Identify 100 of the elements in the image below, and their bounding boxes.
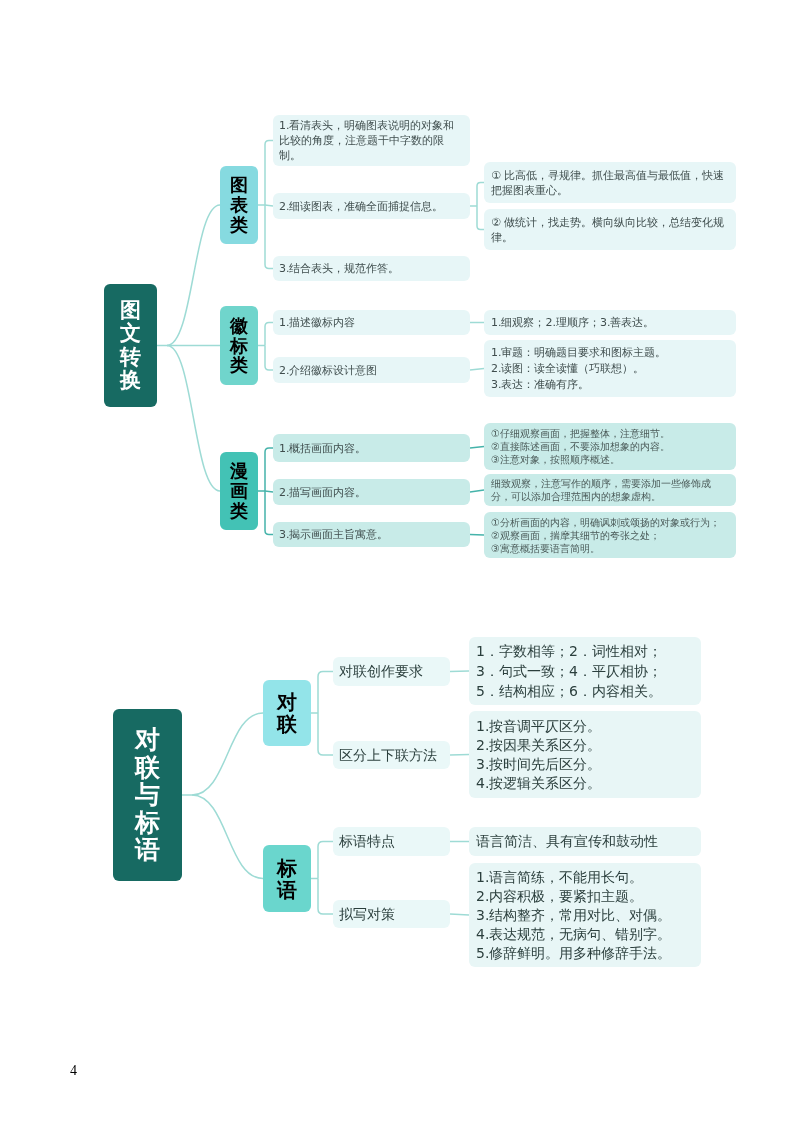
subtopic-box <box>273 193 470 219</box>
category-box <box>220 166 258 244</box>
connector-line <box>264 490 274 493</box>
connector-line <box>317 670 334 714</box>
detail-box <box>484 340 736 397</box>
connector-line <box>257 204 266 206</box>
subtopic-text: 3.结合表头，规范作答。 <box>279 261 401 276</box>
connector-line <box>310 712 319 714</box>
detail-text: 5.修辞鲜明。用多种修辞手法。 <box>476 943 673 963</box>
connector-line <box>166 204 221 347</box>
connector-line <box>449 753 470 756</box>
category-label: 标语 <box>277 856 297 901</box>
connector-line <box>469 445 485 449</box>
detail-text: 1.审题：明确题目要求和图标主题。 <box>491 344 668 361</box>
detail-box <box>484 423 736 470</box>
connector-line <box>264 139 274 206</box>
detail-box <box>469 827 701 856</box>
subtopic-text: 2.描写画面内容。 <box>279 484 368 500</box>
subtopic-text: 拟写对策 <box>339 904 396 924</box>
connector-line <box>264 321 274 347</box>
detail-text: ①仔细观察画面，把握整体，注意细节。 <box>491 427 671 440</box>
main-topic-box <box>104 284 157 407</box>
detail-text: ①分析画面的内容，明确讽刺或颂扬的对象或行为； <box>491 515 721 529</box>
detail-text: 3．句式一致；4．平仄相协； <box>476 662 663 681</box>
detail-box <box>469 863 701 967</box>
category-label: 徽标类 <box>230 315 248 376</box>
connector-line <box>469 205 478 207</box>
subtopic-box <box>273 522 470 547</box>
connector-line <box>264 204 274 270</box>
detail-text: 3.结构整齐，常用对比、对偶。 <box>476 905 673 925</box>
detail-box <box>484 162 736 203</box>
detail-text: ① 比高低，寻规律。抓住最高值与最低值，快速把握图表重心。 <box>491 167 726 198</box>
category-label: 漫画类 <box>230 461 248 521</box>
subtopic-text: 区分上下联方法 <box>339 745 438 765</box>
detail-text: ③注意对象，按照顺序概述。 <box>491 453 621 466</box>
detail-box <box>484 310 736 335</box>
subtopic-text: 1.看清表头，明确图表说明的对象和比较的角度，注意题干中字数的限制。 <box>279 118 456 163</box>
connector-line <box>264 344 274 371</box>
category-box <box>263 845 311 912</box>
connector-line <box>469 533 485 536</box>
detail-text: 5．结构相应；6．内容相关。 <box>476 682 663 701</box>
detail-text: 1.语言简练，不能用长句。 <box>476 867 645 887</box>
connector-line <box>191 794 264 880</box>
detail-text: 2.读图：读全读懂（巧联想）。 <box>491 360 646 377</box>
connector-line <box>317 877 334 915</box>
main-topic-label: 对联与标语 <box>135 726 160 864</box>
subtopic-text: 对联创作要求 <box>339 662 424 681</box>
subtopic-box <box>333 900 450 928</box>
category-box <box>263 680 311 746</box>
detail-text: 3.表达：准确有序。 <box>491 376 591 393</box>
main-topic-box <box>113 709 182 881</box>
subtopic-box <box>273 115 470 166</box>
detail-box <box>469 711 701 798</box>
subtopic-text: 标语特点 <box>339 832 396 851</box>
detail-text: ②观察画面，揣摩其细节的夸张之处； <box>491 528 661 542</box>
detail-text: 语言简洁、具有宣传和鼓动性 <box>476 832 659 851</box>
detail-text: 2.按因果关系区分。 <box>476 735 603 755</box>
connector-line <box>469 489 485 493</box>
subtopic-text: 1.概括画面内容。 <box>279 440 368 456</box>
detail-text: 3.按时间先后区分。 <box>476 754 603 774</box>
connector-line <box>476 205 485 231</box>
subtopic-text: 3.揭示画面主旨寓意。 <box>279 527 390 542</box>
detail-text: 细致观察，注意写作的顺序，需要添加一些修饰成分，可以添加合理范围内的想象虚构。 <box>491 477 712 503</box>
connector-line <box>264 490 274 536</box>
connector-line <box>449 913 470 916</box>
connector-line <box>449 670 470 673</box>
subtopic-box <box>273 434 470 462</box>
detail-box <box>469 637 701 705</box>
detail-text: ②直接陈述画面，不要添加想象的内容。 <box>491 440 671 453</box>
detail-text: 1.按音调平仄区分。 <box>476 716 603 736</box>
detail-text: ③寓意概括要语言简明。 <box>491 541 601 555</box>
detail-text: 2.内容积极，要紧扣主题。 <box>476 886 645 906</box>
connector-line <box>476 181 485 207</box>
category-box <box>220 306 258 385</box>
detail-box <box>484 474 736 506</box>
main-topic-label: 图文转换 <box>120 299 141 392</box>
subtopic-box <box>333 657 450 686</box>
connector-line <box>166 344 221 492</box>
detail-text: 4.按逻辑关系区分。 <box>476 773 603 793</box>
subtopic-box <box>333 827 450 856</box>
connector-line <box>317 712 334 756</box>
category-label: 对联 <box>277 691 297 735</box>
connector-line <box>264 447 274 492</box>
subtopic-box <box>273 479 470 505</box>
subtopic-box <box>273 357 470 383</box>
connector-line <box>317 840 334 880</box>
page-number: 4 <box>70 1062 77 1080</box>
detail-text: ② 做统计，找走势。横向纵向比较，总结变化规律。 <box>491 214 726 245</box>
detail-text: 1.细观察；2.理顺序；3.善表达。 <box>491 315 656 330</box>
connector-line <box>191 712 264 796</box>
subtopic-text: 2.介绍徽标设计意图 <box>279 362 379 378</box>
subtopic-text: 1.描述徽标内容 <box>279 315 357 330</box>
connector-line <box>264 204 274 207</box>
subtopic-box <box>273 256 470 281</box>
detail-text: 4.表达规范，无病句、错别字。 <box>476 924 673 944</box>
connector-line <box>257 490 266 492</box>
subtopic-box <box>273 310 470 335</box>
connector-line <box>181 794 193 796</box>
category-box <box>220 452 258 530</box>
detail-box <box>484 512 736 558</box>
